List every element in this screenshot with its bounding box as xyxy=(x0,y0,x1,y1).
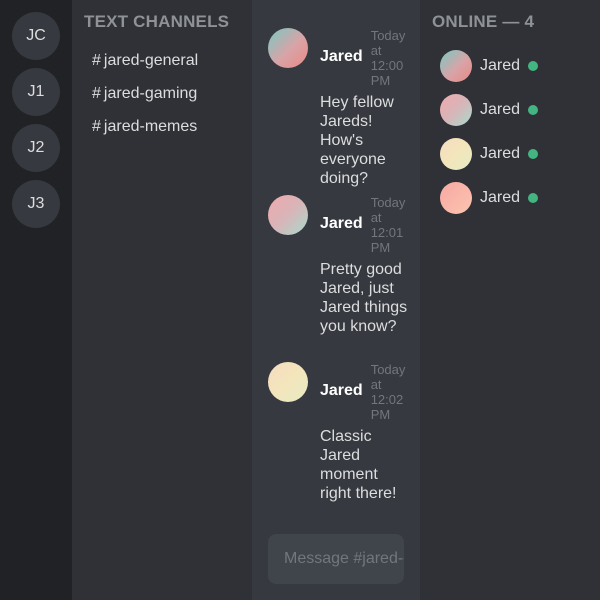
channel-jared-memes[interactable]: # jared-memes xyxy=(84,110,240,143)
avatar[interactable] xyxy=(268,195,308,235)
message-author[interactable]: Jared xyxy=(320,48,363,65)
avatar[interactable] xyxy=(268,362,308,402)
channel-label: jared-gaming xyxy=(103,84,198,102)
online-status-icon xyxy=(528,61,539,71)
channel-jared-general[interactable]: # jared-general xyxy=(84,44,240,77)
avatar xyxy=(440,182,472,214)
chat-area: Jared Today at 12:00 PM Hey fellow Jared… xyxy=(252,0,420,600)
channel-label: jared-general xyxy=(103,51,199,69)
online-status-icon xyxy=(528,193,539,203)
member-item[interactable]: Jared xyxy=(432,176,588,220)
channel-label: jared-memes xyxy=(103,117,198,135)
message-timestamp: Today at 12:02 PM xyxy=(370,362,406,422)
online-status-icon xyxy=(528,105,539,115)
member-sidebar: ONLINE — 4 Jared Jared Jared Jared xyxy=(420,0,600,600)
hash-icon: # xyxy=(92,84,101,102)
member-name: Jared xyxy=(480,57,521,74)
member-name: Jared xyxy=(480,101,521,118)
avatar[interactable] xyxy=(268,28,308,68)
member-item[interactable]: Jared xyxy=(432,132,588,176)
hash-icon: # xyxy=(92,51,101,69)
server-icon-jc[interactable]: JC xyxy=(12,12,60,60)
avatar xyxy=(440,138,472,170)
online-status-icon xyxy=(528,149,539,159)
message-body: Jared Today at 12:00 PM Hey fellow Jared… xyxy=(320,28,408,188)
message-body: Jared Today at 12:01 PM Pretty good Jare… xyxy=(320,195,408,336)
channel-jared-gaming[interactable]: # jared-gaming xyxy=(84,77,240,110)
online-members-heading: ONLINE — 4 xyxy=(432,12,535,31)
text-channels-heading: TEXT CHANNELS xyxy=(84,12,230,31)
member-item[interactable]: Jared xyxy=(432,44,588,88)
server-icon-j3[interactable]: J3 xyxy=(12,180,60,228)
message: Jared Today at 12:00 PM Hey fellow Jared… xyxy=(268,28,408,188)
member-item[interactable]: Jared xyxy=(432,88,588,132)
message-header: Jared Today at 12:00 PM xyxy=(320,28,408,88)
message-text: Hey fellow Jareds! How's everyone doing? xyxy=(320,94,394,187)
channel-sidebar: TEXT CHANNELS # jared-general # jared-ga… xyxy=(72,0,252,600)
server-icon-j1[interactable]: J1 xyxy=(12,68,60,116)
hash-icon: # xyxy=(92,117,101,135)
message-timestamp: Today at 12:00 PM xyxy=(370,28,406,88)
message-author[interactable]: Jared xyxy=(320,382,363,399)
message-body: Jared Today at 12:02 PM Classic Jared mo… xyxy=(320,362,408,503)
message-composer xyxy=(268,534,404,584)
member-name: Jared xyxy=(480,189,521,206)
server-rail: JC J1 J2 J3 xyxy=(0,0,72,600)
avatar xyxy=(440,50,472,82)
message: Jared Today at 12:02 PM Classic Jared mo… xyxy=(268,362,408,503)
member-name: Jared xyxy=(480,145,521,162)
message-timestamp: Today at 12:01 PM xyxy=(370,195,406,255)
message-text: Classic Jared moment right there! xyxy=(320,428,397,502)
server-icon-j2[interactable]: J2 xyxy=(12,124,60,172)
message-author[interactable]: Jared xyxy=(320,215,363,232)
message-text: Pretty good Jared, just Jared things you… xyxy=(320,261,408,335)
message-header: Jared Today at 12:02 PM xyxy=(320,362,408,422)
message-header: Jared Today at 12:01 PM xyxy=(320,195,408,255)
avatar xyxy=(440,94,472,126)
message: Jared Today at 12:01 PM Pretty good Jare… xyxy=(268,195,408,336)
message-input[interactable] xyxy=(284,550,404,568)
